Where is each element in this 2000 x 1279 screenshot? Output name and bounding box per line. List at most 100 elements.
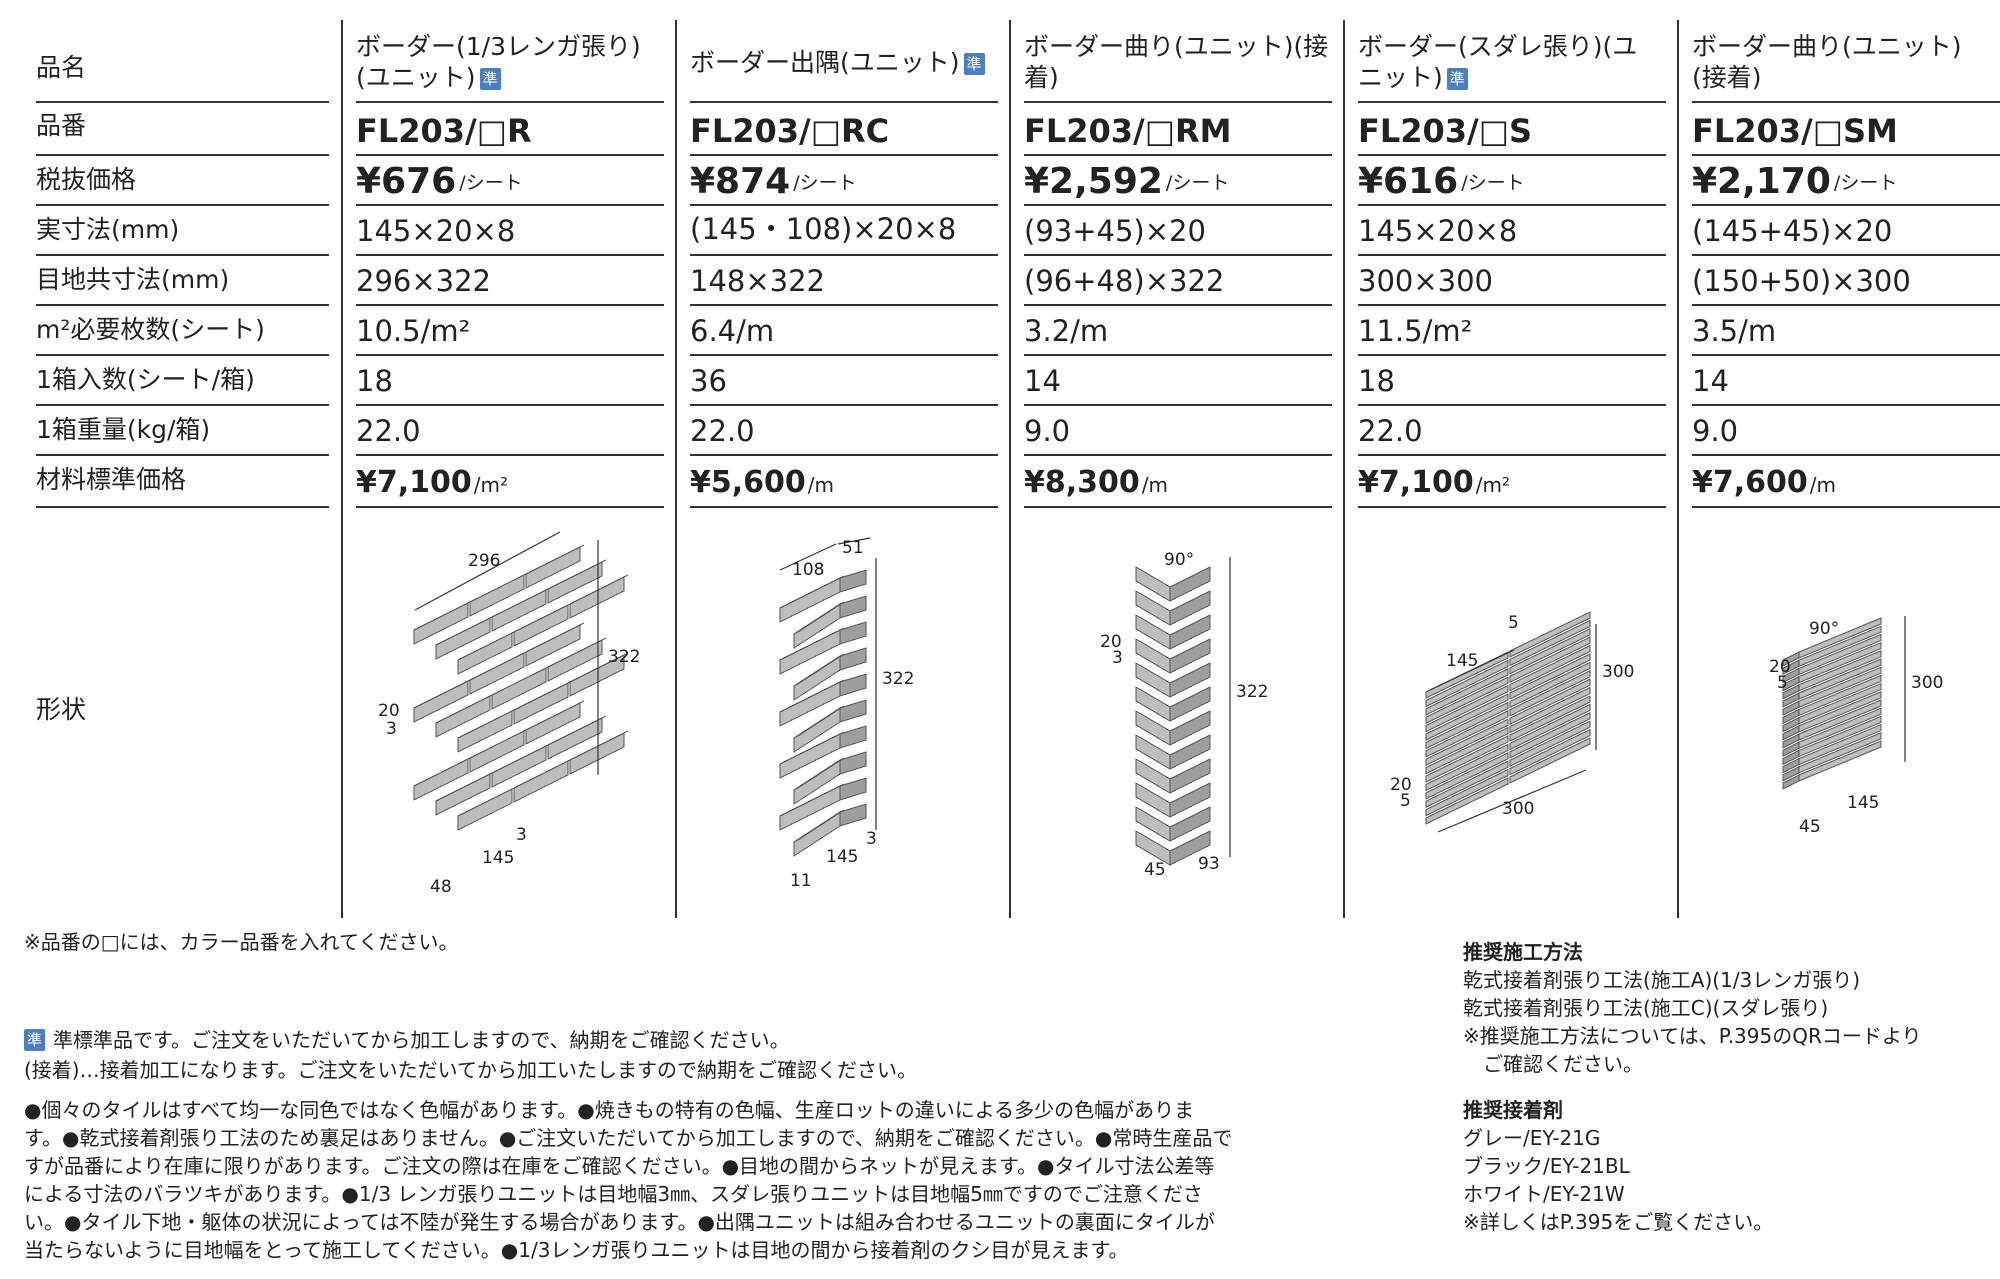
tile-shape <box>1509 737 1591 784</box>
row-divider <box>690 506 998 508</box>
tile-shape <box>779 731 845 765</box>
tile-shape <box>1798 650 1882 692</box>
dim-label: 5 <box>1508 613 1519 633</box>
row-divider <box>36 101 329 103</box>
row-divider <box>690 204 998 206</box>
tile-shape <box>547 559 607 590</box>
row-divider <box>36 304 329 306</box>
note-line: 当たらないように目地幅をとって施工してください。●1/3レンガ張りユニットは目地… <box>24 1238 1129 1262</box>
dim-label: 3 <box>386 719 397 739</box>
product-per-m2: 10.5/m² <box>356 314 471 348</box>
row-label-per-box: 1箱入数(シート/箱) <box>36 365 255 394</box>
row-divider <box>690 254 998 256</box>
product-joint-size: 148×322 <box>690 264 826 298</box>
tile-shape <box>1798 699 1882 741</box>
product-per-m2: 11.5/m² <box>1358 314 1473 348</box>
row-divider <box>690 101 998 103</box>
tile-shape <box>839 621 867 645</box>
product-size: (93+45)×20 <box>1024 214 1206 248</box>
standard-badge: 準 <box>963 52 985 75</box>
tile-shape <box>547 715 607 746</box>
row-divider <box>36 154 329 156</box>
row-divider <box>1024 454 1332 456</box>
row-divider <box>356 154 664 156</box>
dim-label: 5 <box>1400 791 1411 811</box>
tile-shape <box>1509 695 1591 742</box>
recommended-adhesive: 推奨接着剤 グレー/EY-21G ブラック/EY-21BL ホワイト/EY-21… <box>1463 1096 1773 1236</box>
row-divider <box>1024 254 1332 256</box>
tile-shape <box>1425 743 1509 792</box>
row-label-std-price: 材料標準価格 <box>36 465 187 494</box>
product-price: ¥2,592/シート <box>1024 161 1230 202</box>
shape-drawing-sudare: 145 5 300 20 5 300 <box>1390 611 1634 833</box>
row-divider <box>356 404 664 406</box>
dim-label: 45 <box>1799 817 1821 837</box>
tile-shape <box>793 653 845 687</box>
tile-shape <box>525 544 585 575</box>
dim-label: 145 <box>482 848 514 868</box>
row-label-joint-size: 目地共寸法(mm) <box>36 265 230 294</box>
product-size: (145+45)×20 <box>1692 214 1893 248</box>
tile-shape <box>1169 782 1211 818</box>
row-label-size: 実寸法(mm) <box>36 215 180 244</box>
method-line: ※推奨施工方法については、P.395のQRコードより <box>1463 1024 1922 1048</box>
product-name: ボーダー(スダレ張り)(ユニット)準 <box>1358 32 1638 92</box>
product-size: (145・108)×20×8 <box>690 212 957 246</box>
product-box-weight: 22.0 <box>356 414 421 448</box>
row-label-name: 品名 <box>36 53 87 82</box>
shape-drawing-bent: 90° 20 3 322 45 93 <box>1100 550 1268 880</box>
tile-shape <box>1798 633 1882 676</box>
adhesive-line: ブラック/EY-21BL <box>1463 1154 1630 1178</box>
tile-shape <box>1425 659 1509 708</box>
row-label-price: 税抜価格 <box>36 165 137 194</box>
tile-shape <box>1509 703 1591 751</box>
tile-shape <box>1509 686 1591 734</box>
row-divider <box>36 404 329 406</box>
row-divider <box>356 254 664 256</box>
tile-shape <box>1169 710 1211 746</box>
tile-shape <box>1509 678 1591 725</box>
tile-shape <box>779 627 845 661</box>
column-divider <box>1677 20 1679 918</box>
dim-label: 322 <box>1236 682 1268 702</box>
row-divider <box>1692 404 2000 406</box>
product-per-box: 14 <box>1692 364 1729 398</box>
row-label-box-weight: 1箱重量(kg/箱) <box>36 415 211 444</box>
row-divider <box>1358 506 1666 508</box>
row-divider <box>1024 204 1332 206</box>
section-heading: 推奨施工方法 <box>1463 940 1583 964</box>
tile-shape <box>1169 758 1211 794</box>
standard-badge: 準 <box>1446 68 1468 90</box>
tile-shape <box>1798 691 1882 733</box>
product-std-price: ¥7,100/m² <box>356 465 509 500</box>
row-divider <box>1692 254 2000 256</box>
shape-drawing-sudare-bent: 90° 20 5 300 145 45 <box>1769 616 1943 837</box>
notes-paragraph: ●個々のタイルはすべて均一な同色ではなく色幅があります。●焼きもの特有の色幅、生… <box>24 1096 1354 1264</box>
row-divider <box>1024 506 1332 508</box>
tile-shape <box>1798 715 1882 758</box>
row-label-shape: 形状 <box>36 695 87 724</box>
row-divider <box>1692 101 2000 103</box>
tile-shape <box>839 751 867 775</box>
tile-shape <box>779 575 845 609</box>
tile-shape <box>1509 644 1591 692</box>
tile-shape <box>839 725 867 749</box>
row-divider <box>1024 304 1332 306</box>
tile-shape <box>1169 566 1211 602</box>
tile-shape <box>1169 662 1211 698</box>
dim-label: 48 <box>430 877 452 897</box>
color-code-note: ※品番の□には、カラー品番を入れてください。 <box>24 930 459 954</box>
dim-label: 11 <box>790 871 812 891</box>
tile-shape <box>1425 701 1509 750</box>
product-std-price: ¥8,300/m <box>1024 465 1169 500</box>
row-divider <box>1692 454 2000 456</box>
glue-legend: (接着)…接着加工になります。ご注文をいただいてから加工いたしますので納期をご確… <box>24 1058 918 1082</box>
row-divider <box>1358 454 1666 456</box>
note-line: ●個々のタイルはすべて均一な同色ではなく色幅があります。●焼きもの特有の色幅、生… <box>24 1098 1195 1122</box>
tile-shape <box>779 679 845 713</box>
row-divider <box>1358 204 1666 206</box>
tile-shape <box>525 700 585 731</box>
column-divider <box>1343 20 1345 918</box>
tile-shape <box>1798 740 1882 782</box>
row-label-code: 品番 <box>36 111 87 140</box>
